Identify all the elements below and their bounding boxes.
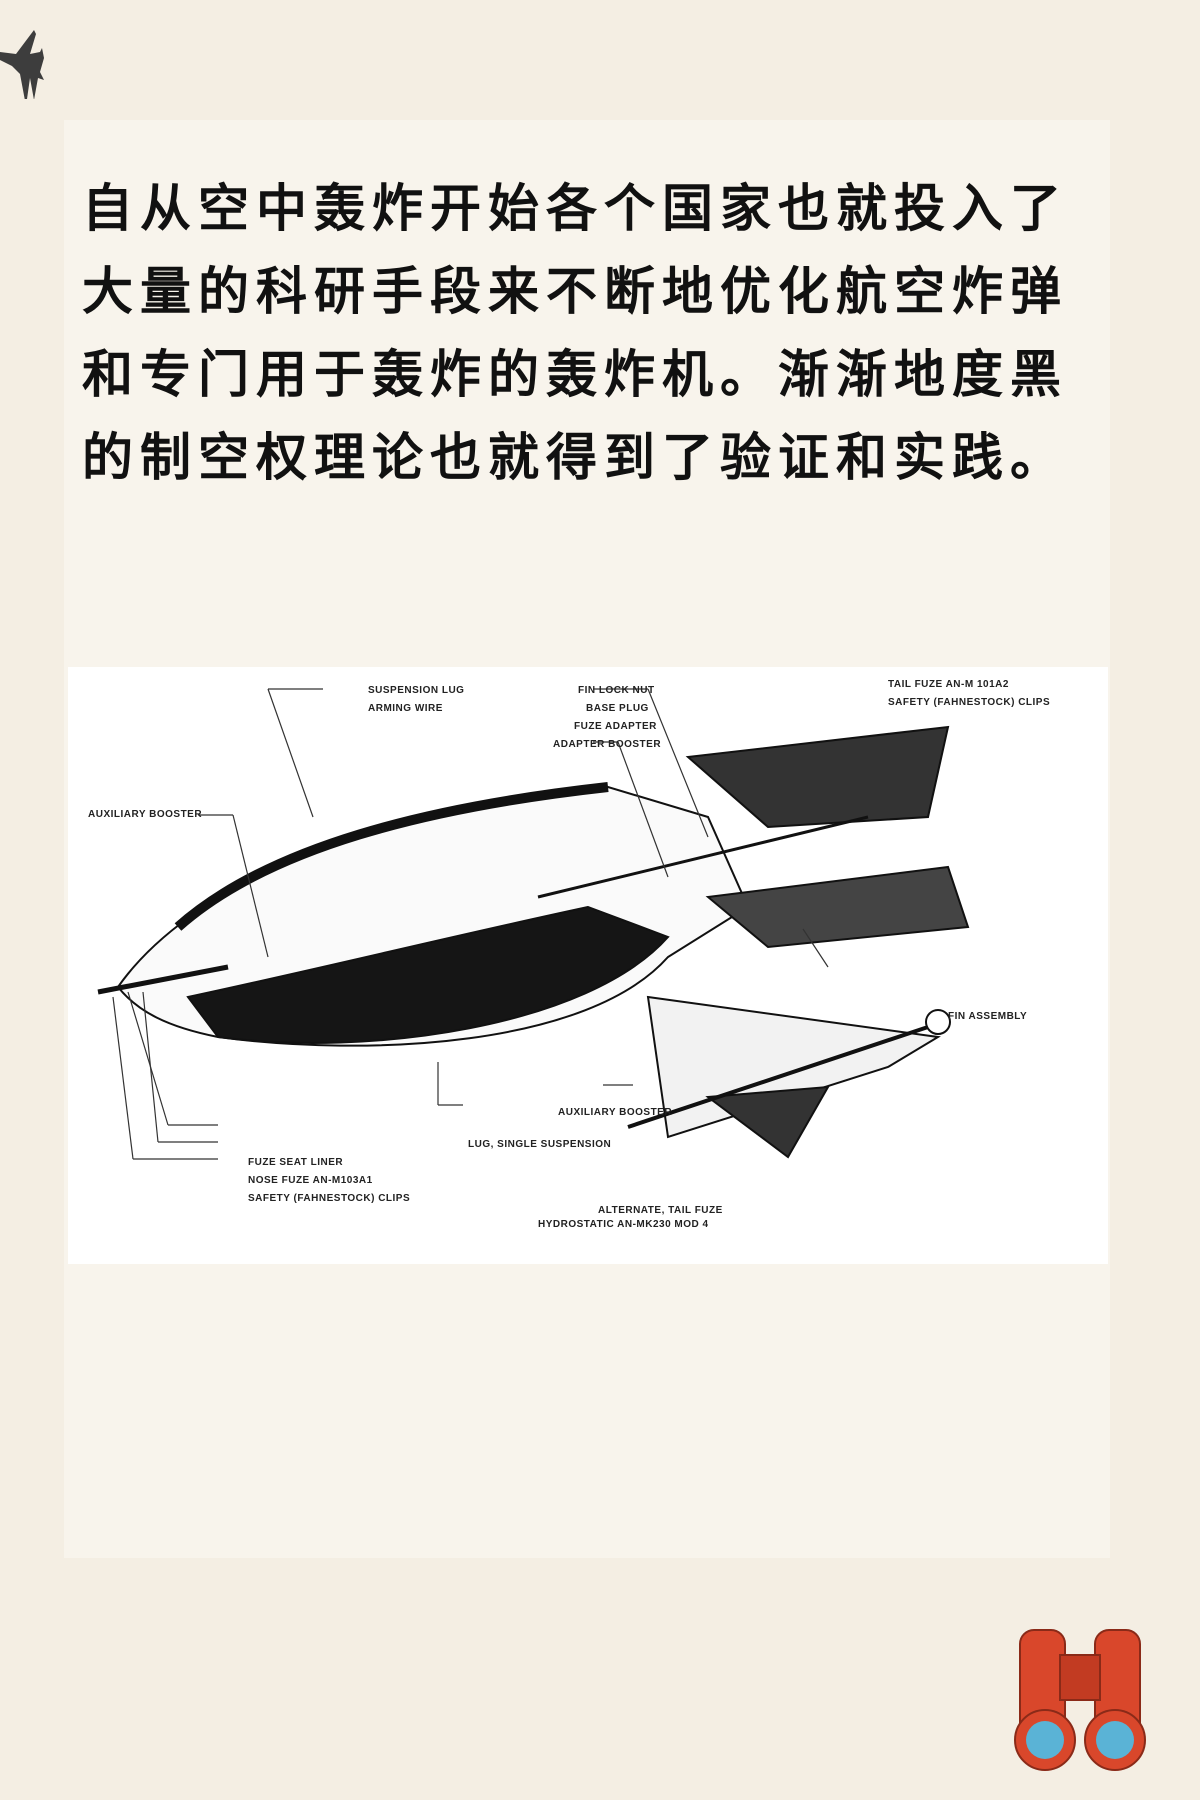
label-safety-clips-nose: SAFETY (FAHNESTOCK) CLIPS (248, 1193, 411, 1204)
label-base-plug: BASE PLUG (586, 703, 649, 714)
label-auxiliary-booster: AUXILIARY BOOSTER (88, 809, 203, 820)
label-safety-clips-tail: SAFETY (FAHNESTOCK) CLIPS (888, 697, 1051, 708)
content-card: 自从空中轰炸开始各个国家也就投入了大量的科研手段来不断地优化航空炸弹和专门用于轰… (64, 120, 1110, 1558)
bomb-cutaway-diagram: SUSPENSION LUG ARMING WIRE AUXILIARY BOO… (68, 667, 1108, 1264)
label-adapter-booster: ADAPTER BOOSTER (553, 739, 662, 750)
bomb-drawing (97, 688, 970, 1160)
label-hydrostatic: HYDROSTATIC AN-MK230 MOD 4 (538, 1219, 709, 1230)
article-paragraph: 自从空中轰炸开始各个国家也就投入了大量的科研手段来不断地优化航空炸弹和专门用于轰… (82, 179, 1069, 488)
binoculars-icon (1014, 1629, 1146, 1771)
label-suspension-lug: SUSPENSION LUG (368, 685, 465, 696)
label-fuze-adapter: FUZE ADAPTER (574, 721, 657, 732)
label-arming-wire: ARMING WIRE (368, 703, 443, 714)
label-fin-assembly: FIN ASSEMBLY (948, 1011, 1028, 1022)
label-auxiliary-booster-2: AUXILIARY BOOSTER (558, 1107, 673, 1118)
label-nose-fuze: NOSE FUZE AN-M103A1 (248, 1175, 373, 1186)
label-lug-single-suspension: LUG, SINGLE SUSPENSION (468, 1139, 612, 1150)
label-fuze-seat-liner: FUZE SEAT LINER (248, 1157, 344, 1168)
label-fin-lock-nut: FIN LOCK NUT (578, 685, 655, 696)
label-tail-fuze: TAIL FUZE AN-M 101A2 (888, 679, 1009, 690)
fighter-jet-icon (0, 30, 44, 99)
label-alternate-tail-fuze: ALTERNATE, TAIL FUZE (598, 1205, 723, 1216)
